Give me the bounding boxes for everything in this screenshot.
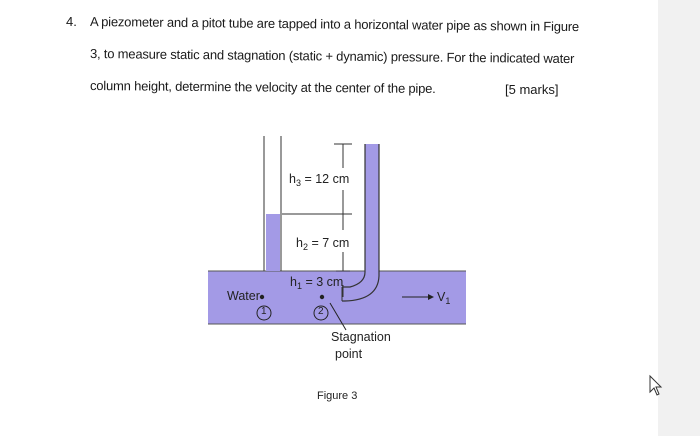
velocity-arrow-head	[428, 294, 434, 300]
pitot-water	[365, 144, 379, 272]
water-label: Water	[227, 289, 260, 303]
point-1-circle	[256, 305, 272, 321]
h1-label: h1 = 3 cm	[290, 275, 344, 291]
mouse-cursor-icon	[649, 374, 663, 396]
figure-caption: Figure 3	[317, 390, 358, 402]
point-2-circle	[313, 305, 329, 321]
stagnation-leader-line	[329, 302, 347, 331]
h3-label: h3 = 12 cm	[289, 172, 350, 188]
stagnation-label-line-1: Stagnation	[331, 330, 391, 344]
point-1-dot	[259, 294, 265, 300]
point-2-dot	[319, 294, 325, 300]
question-number: 4.	[66, 14, 77, 29]
marks-label: [5 marks]	[505, 82, 559, 97]
point-2-label: 2	[318, 306, 324, 317]
right-edge-strip	[658, 0, 700, 436]
pitot-inner-wall	[342, 144, 380, 302]
h2-label: h2 = 7 cm	[296, 236, 350, 252]
velocity-label: V1	[437, 290, 451, 306]
stagnation-label-line-2: point	[335, 347, 363, 361]
point-1-label: 1	[261, 306, 267, 317]
pitot-outer-wall	[342, 144, 366, 288]
piezometer-water	[266, 214, 280, 271]
